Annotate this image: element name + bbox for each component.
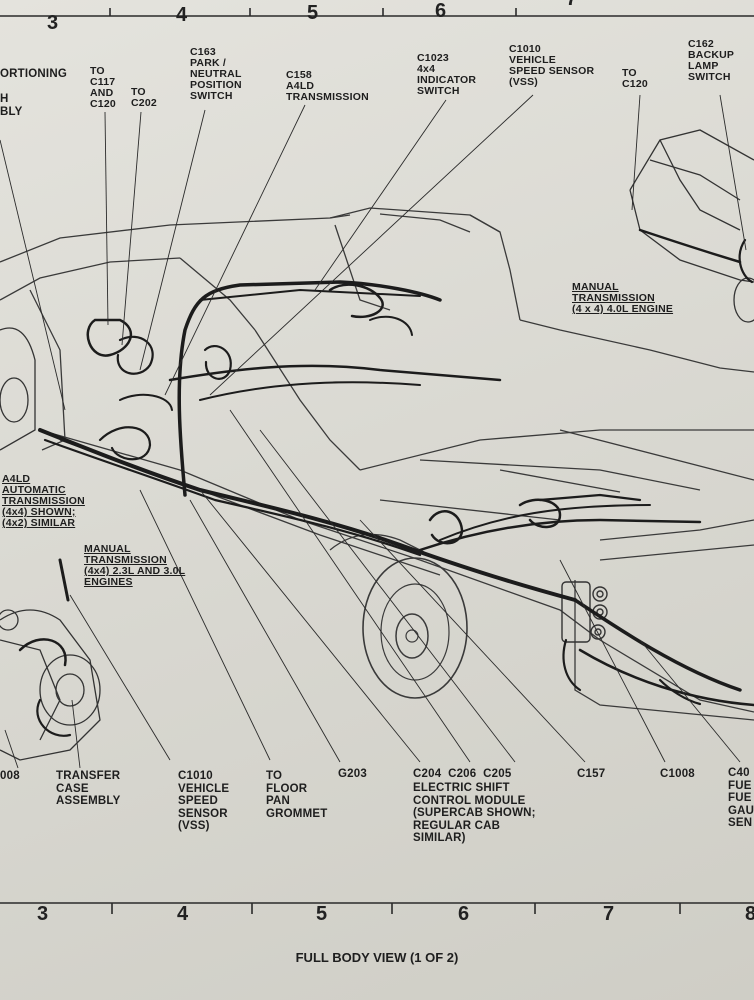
callout-c1010-vss-bottom: C1010 VEHICLE SPEED SENSOR (VSS)	[178, 770, 230, 832]
callout-c163: C163 PARK / NEUTRAL POSITION SWITCH	[190, 46, 242, 102]
callout-c40-fuel-gauge-sender: C40 FUE FUE GAU SEN	[728, 767, 754, 829]
top-column-number: 7	[566, 0, 577, 11]
callout-c157: C157	[577, 768, 606, 780]
page-footer-title: FULL BODY VIEW (1 OF 2)	[295, 950, 459, 965]
wiring-harness	[18, 228, 754, 737]
leader-lines	[0, 94, 747, 769]
callout-portioning: ORTIONING	[0, 68, 67, 80]
callout-to-c120: TO C120	[622, 67, 648, 90]
callout-electric-shift-control-module: ELECTRIC SHIFT CONTROL MODULE (SUPERCAB …	[413, 782, 536, 844]
callout-floor-pan-grommet: TO FLOOR PAN GROMMET	[266, 770, 328, 820]
a4ld-transmission-illustration	[0, 327, 36, 451]
callout-c117: TO C117 AND C120	[90, 65, 116, 110]
bottom-column-number: 6	[458, 903, 470, 925]
callout-c1023: C1023 4x4 INDICATOR SWITCH	[417, 52, 477, 97]
top-column-number: 4	[176, 4, 188, 26]
bottom-ruler	[0, 902, 754, 914]
bottom-column-number: 5	[316, 903, 328, 925]
caption-manual-transmission-4x4-40l: MANUAL TRANSMISSION (4 x 4) 4.0L ENGINE	[572, 281, 674, 315]
top-column-number: 3	[47, 12, 59, 34]
bottom-column-number: 7	[603, 903, 615, 925]
top-ruler	[0, 8, 754, 17]
callout-g203: G203	[338, 768, 367, 780]
callout-assembly: H BLY	[0, 93, 23, 118]
callout-c202: TO C202	[131, 86, 157, 109]
transfer-case-illustration	[0, 609, 101, 761]
tail-lamp-assembly	[561, 581, 608, 643]
callout-c1010-vss: C1010 VEHICLE SPEED SENSOR (VSS)	[509, 43, 595, 88]
top-column-number: 6	[435, 0, 447, 22]
bottom-column-number: 4	[177, 903, 189, 925]
truck-outline	[0, 207, 754, 721]
callout-c1008-left: 008	[0, 770, 20, 782]
callout-c158: C158 A4LD TRANSMISSION	[286, 69, 369, 103]
bottom-column-number: 3	[37, 903, 49, 925]
callout-c162: C162 BACKUP LAMP SWITCH	[688, 38, 735, 83]
caption-manual-transmission-23l-30l: MANUAL TRANSMISSION (4x4) 2.3L AND 3.0L …	[84, 543, 186, 588]
manual-transmission-4x4-40l-illustration	[629, 129, 754, 323]
callout-c204-c206-c205: C204 C206 C205	[413, 768, 512, 780]
caption-a4ld-automatic-transmission: A4LD AUTOMATIC TRANSMISSION (4x4) SHOWN;…	[2, 473, 85, 529]
callout-c1008: C1008	[660, 768, 695, 780]
top-column-number: 5	[307, 2, 319, 24]
bottom-column-number: 8	[745, 903, 754, 925]
callout-transfer-case-assembly: TRANSFER CASE ASSEMBLY	[56, 770, 121, 807]
